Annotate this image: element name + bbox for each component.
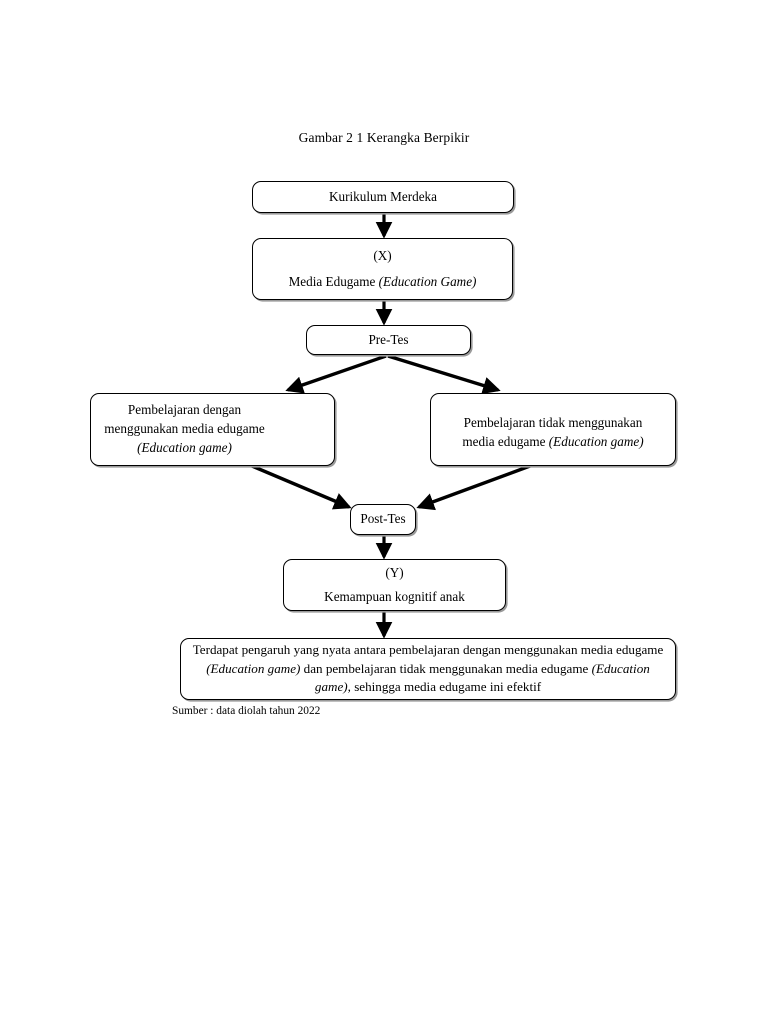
node-post-tes: Post-Tes xyxy=(350,504,416,535)
node-media-plain: Media Edugame xyxy=(288,273,379,289)
node-kurikulum-merdeka: Kurikulum Merdeka xyxy=(252,181,514,213)
node-pre-tes-label: Pre-Tes xyxy=(368,331,409,347)
treatment-right-line1: Pembelajaran tidak menggunakan xyxy=(463,414,643,430)
treatment-left-line3: (Education game) xyxy=(137,439,232,455)
conclusion-part-1: Terdapat pengaruh yang nyata antara pemb… xyxy=(192,641,664,657)
node-media-variable-label: (X) xyxy=(373,247,392,263)
conclusion-part-2: (Education game) xyxy=(206,660,301,676)
node-treatment-with-edugame: Pembelajaran dengan menggunakan media ed… xyxy=(90,393,335,466)
conclusion-text: Terdapat pengaruh yang nyata antara pemb… xyxy=(189,641,667,698)
node-kurikulum-label: Kurikulum Merdeka xyxy=(328,188,438,204)
node-kognitif-variable-label: (Y) xyxy=(385,564,404,580)
treatment-left-line1: Pembelajaran dengan xyxy=(127,402,242,418)
node-kemampuan-kognitif: (Y) Kemampuan kognitif anak xyxy=(283,559,506,611)
node-pre-tes: Pre-Tes xyxy=(306,325,471,355)
node-kognitif-label: Kemampuan kognitif anak xyxy=(324,588,465,604)
node-media-italic: (Education Game) xyxy=(378,273,477,289)
conclusion-part-4: (Education game), xyxy=(314,660,650,695)
figure-source-caption: Sumber : data diolah tahun 2022 xyxy=(172,705,321,717)
figure-title: Gambar 2 1 Kerangka Berpikir xyxy=(298,130,470,145)
conclusion-part-5: sehingga media edugame ini efektif xyxy=(350,679,542,695)
node-post-tes-label: Post-Tes xyxy=(360,511,406,527)
treatment-left-line2: menggunakan media edugame xyxy=(104,421,265,437)
treatment-right-line2: media edugame (Education game) xyxy=(462,433,643,452)
node-media-text-line: Media Edugame (Education Game) xyxy=(289,273,477,292)
conclusion-part-3: dan pembelajaran tidak menggunakan media… xyxy=(300,660,592,676)
node-treatment-without-edugame: Pembelajaran tidak menggunakan media edu… xyxy=(430,393,676,466)
treatment-right-plain: media edugame xyxy=(462,433,549,449)
node-conclusion: Terdapat pengaruh yang nyata antara pemb… xyxy=(180,638,676,700)
treatment-right-italic: (Education game) xyxy=(548,433,644,449)
node-media-edugame: (X) Media Edugame (Education Game) xyxy=(252,238,513,300)
